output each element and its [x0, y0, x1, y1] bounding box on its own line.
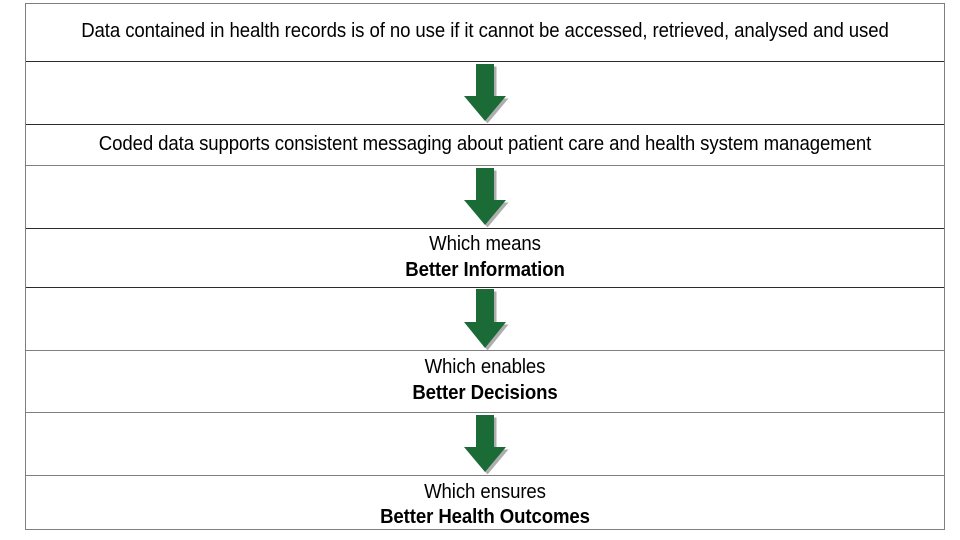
ensures-lead-text: Which ensures: [424, 480, 546, 503]
better-outcomes-cell: Which ensures Better Health Outcomes: [58, 474, 912, 535]
enables-bold-text: Better Decisions: [412, 382, 558, 404]
better-information-cell: Which means Better Information: [58, 227, 912, 288]
table-row: [26, 286, 944, 351]
down-block-arrow-icon: [464, 414, 509, 474]
table-row: [26, 411, 944, 476]
arrow-row-1: [26, 60, 944, 125]
coded-data-cell: Coded data supports consistent messaging…: [58, 123, 912, 166]
arrow-holder: [26, 62, 944, 124]
arrow-row-3: [26, 286, 944, 351]
table-row: [26, 164, 944, 229]
better-decisions-cell: Which enables Better Decisions: [58, 349, 912, 413]
means-bold-text: Better Information: [405, 258, 565, 281]
down-block-arrow-icon: [464, 288, 509, 350]
table-row: Which means Better Information: [26, 227, 944, 288]
arrow-holder: [26, 413, 944, 475]
means-lead-text: Which means: [429, 232, 541, 255]
coded-data-text: Coded data supports consistent messaging…: [98, 132, 872, 155]
down-block-arrow-icon: [464, 167, 509, 227]
table-row: Coded data supports consistent messaging…: [26, 123, 944, 166]
down-block-arrow-icon: [464, 63, 509, 123]
statement-text: Data contained in health records is of n…: [81, 20, 889, 43]
table-row: Which ensures Better Health Outcomes: [26, 474, 944, 535]
arrow-row-4: [26, 411, 944, 476]
flowchart-container: Data contained in health records is of n…: [25, 3, 945, 535]
arrow-holder: [26, 166, 944, 228]
statement-cell: Data contained in health records is of n…: [58, 4, 912, 62]
enables-lead-text: Which enables: [424, 356, 546, 379]
table-row: Data contained in health records is of n…: [26, 4, 944, 62]
arrow-holder: [26, 288, 944, 350]
arrow-row-2: [26, 164, 944, 229]
table-row: [26, 60, 944, 125]
table-row: Which enables Better Decisions: [26, 349, 944, 413]
ensures-bold-text: Better Health Outcomes: [380, 506, 590, 529]
flowchart-table: Data contained in health records is of n…: [26, 4, 944, 535]
